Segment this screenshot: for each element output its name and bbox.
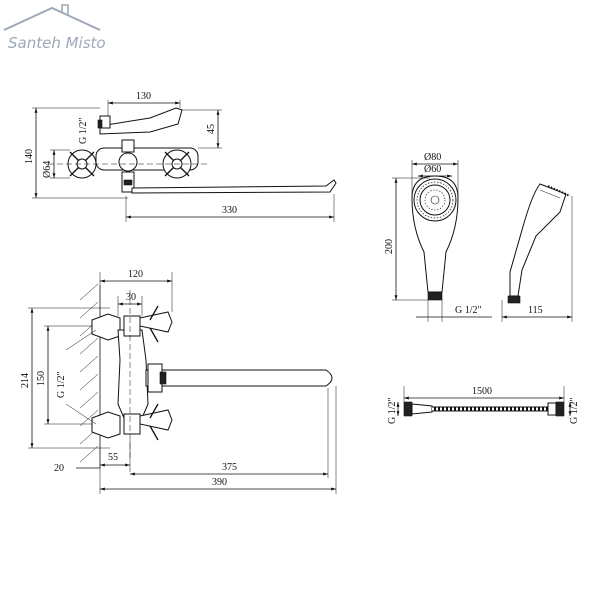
dim-45: 45: [206, 124, 217, 134]
dim-130: 130: [136, 91, 151, 102]
dim-30: 30: [126, 292, 136, 303]
dim-120: 120: [128, 269, 143, 280]
shower-dimensions: Ø80 Ø60 200 G 1/2" 115: [384, 152, 573, 322]
dim-150: 150: [36, 371, 47, 386]
shower-head-front: [411, 175, 459, 301]
side-view: 120 30 214 150 G 1/2" 20 55 375: [20, 269, 337, 494]
brand-logo-text: Santeh Misto: [8, 34, 106, 52]
dim-140: 140: [24, 149, 35, 164]
dim-20: 20: [54, 463, 64, 474]
side-bottom-handle: [123, 403, 173, 441]
dim-390: 390: [212, 477, 227, 488]
dim-thread-shower: G 1/2": [455, 305, 482, 316]
dim-diameter-80: Ø80: [424, 152, 441, 163]
dim-diameter-64: Ø64: [42, 161, 53, 178]
dim-55: 55: [108, 452, 118, 463]
brand-logo: Santeh Misto: [3, 4, 106, 52]
wall-hatch: [79, 283, 101, 468]
dim-1500: 1500: [472, 386, 492, 397]
dim-200: 200: [384, 239, 395, 254]
left-cross-handle: [67, 149, 97, 179]
dim-thread-hose-right: G 1/2": [569, 397, 580, 424]
shower-hose: 1500 G 1/2" G 1/2": [387, 386, 580, 424]
dim-375: 375: [222, 462, 237, 473]
front-view: 130 G 1/2" 45 140 Ø64 330: [24, 91, 337, 222]
dim-330: 330: [222, 205, 237, 216]
dim-115: 115: [528, 305, 543, 316]
dim-thread-hose-left: G 1/2": [387, 397, 398, 424]
dim-214: 214: [20, 373, 31, 388]
side-top-handle: [123, 305, 173, 343]
dim-thread-side: G 1/2": [56, 371, 67, 398]
shower-head-side: [507, 183, 571, 304]
dim-diameter-60: Ø60: [424, 164, 441, 175]
dim-thread-front: G 1/2": [78, 117, 89, 144]
